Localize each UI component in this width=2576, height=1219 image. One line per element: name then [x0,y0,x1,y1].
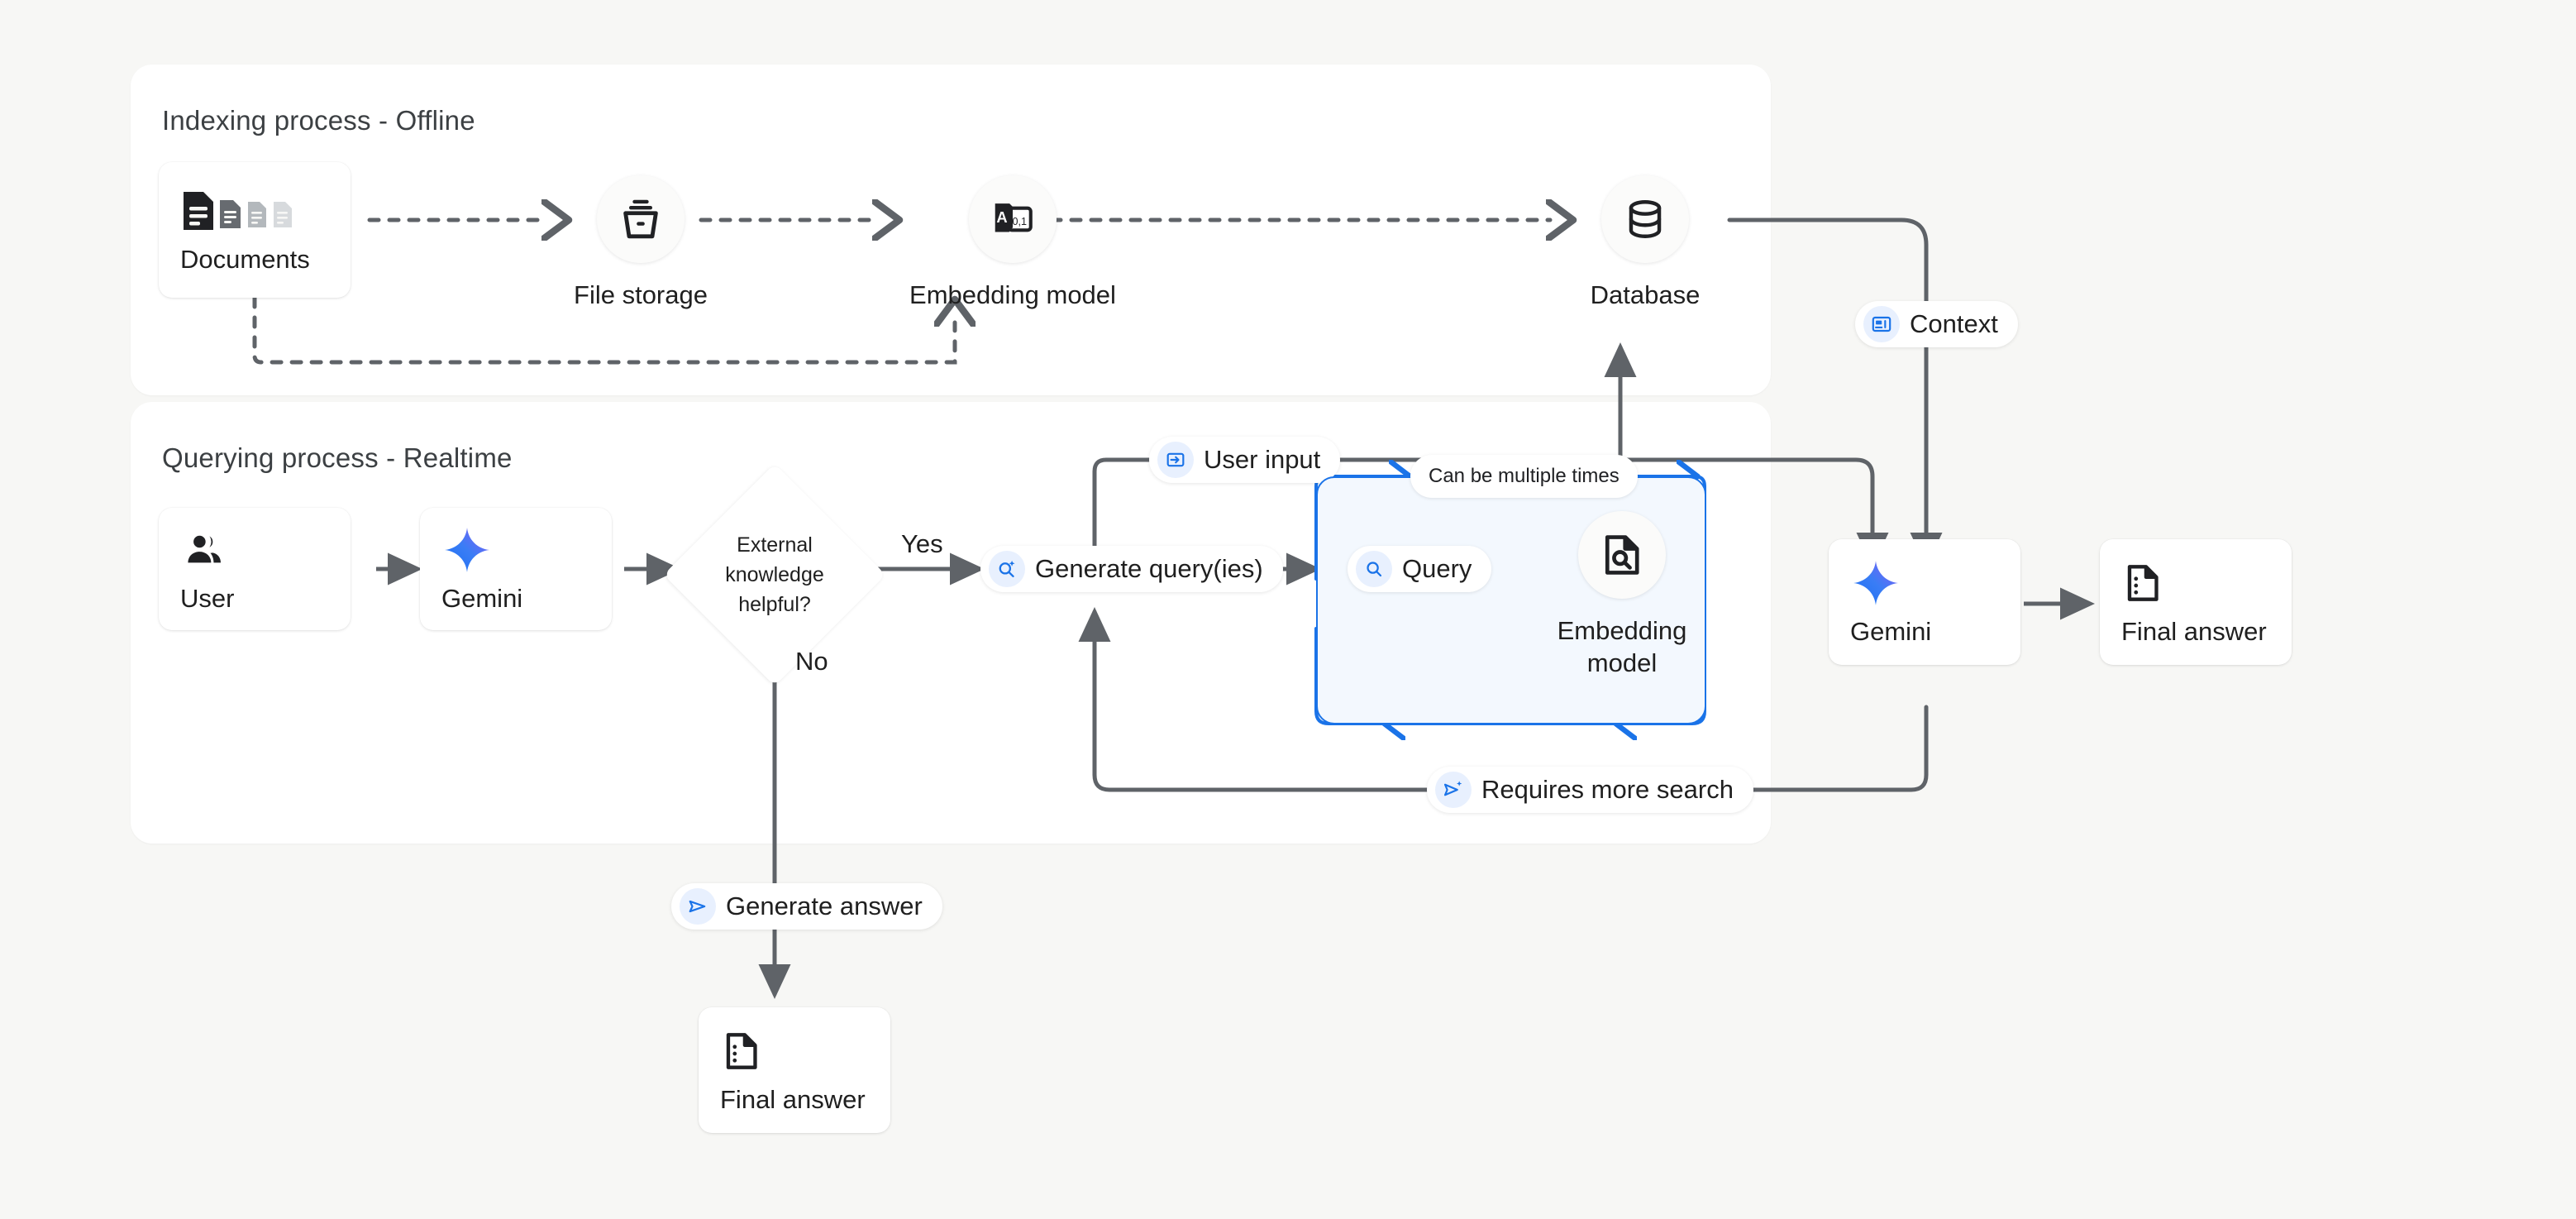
send-sparkle-icon [1435,772,1472,808]
edge-label-yes: Yes [901,529,943,558]
node-gemini-right-label: Gemini [1850,617,1932,646]
storage-bucket-icon [597,175,685,263]
chip-query-label: Query [1402,554,1472,583]
gemini-sparkle-icon [1850,557,2020,609]
loop-label-can-be-multiple-times: Can be multiple times [1410,455,1638,498]
node-decision-label: External knowledge helpful? [725,533,824,617]
article-icon [1863,306,1900,342]
chip-user-input-label: User input [1204,445,1321,474]
edge-label-no: No [795,647,828,676]
node-documents[interactable]: Documents [159,162,351,298]
node-final-answer-right-label: Final answer [2121,617,2267,646]
chip-user-input[interactable]: User input [1149,437,1341,483]
chip-query[interactable]: Query [1348,546,1492,592]
chip-generate-queries-label: Generate query(ies) [1035,554,1263,583]
chip-generate-queries[interactable]: Generate query(ies) [980,546,1283,592]
panel-querying-title: Querying process - Realtime [162,442,513,473]
chip-context-label: Context [1910,309,1998,338]
node-embedding-model-index[interactable]: 0,1 A Embedding model [909,175,1116,312]
node-file-storage[interactable]: File storage [570,175,711,312]
node-embedding-model-query-label: Embedding model [1557,616,1687,677]
node-user-label: User [180,584,235,613]
node-final-answer-bottom-label: Final answer [720,1085,866,1114]
chip-requires-more-search-label: Requires more search [1481,775,1734,804]
chip-generate-answer-label: Generate answer [726,892,923,920]
answer-document-icon [720,1025,890,1077]
gemini-sparkle-icon [441,524,612,576]
search-icon [1356,551,1392,587]
translate-embedding-icon: 0,1 A [969,175,1057,263]
search-sparkle-icon [989,551,1025,587]
database-icon [1601,175,1689,263]
node-user[interactable]: User [159,508,351,630]
user-group-icon [180,524,351,576]
svg-text:A: A [996,208,1007,226]
svg-text:0,1: 0,1 [1012,216,1026,227]
node-database-label: Database [1590,280,1701,309]
loop-label-text: Can be multiple times [1429,465,1620,487]
chip-context[interactable]: Context [1855,301,2018,347]
node-database[interactable]: Database [1575,175,1715,312]
node-decision-external-knowledge[interactable]: External knowledge helpful? [663,463,886,686]
chip-generate-answer[interactable]: Generate answer [671,883,942,930]
node-final-answer-bottom[interactable]: Final answer [699,1007,890,1133]
node-documents-label: Documents [180,245,310,274]
node-embedding-model-query[interactable]: Embedding model [1558,511,1686,680]
node-final-answer-right[interactable]: Final answer [2100,539,2292,665]
panel-indexing-title: Indexing process - Offline [162,105,475,136]
login-input-icon [1157,442,1194,478]
node-gemini-right[interactable]: Gemini [1829,539,2020,665]
documents-icon [180,185,351,237]
send-icon [680,888,716,925]
node-gemini-left[interactable]: Gemini [420,508,612,630]
node-gemini-left-label: Gemini [441,584,523,613]
chip-requires-more-search[interactable]: Requires more search [1427,767,1753,813]
document-search-icon [1578,511,1666,599]
answer-document-icon [2121,557,2292,609]
node-file-storage-label: File storage [574,280,708,309]
node-embedding-model-index-label: Embedding model [909,280,1116,309]
